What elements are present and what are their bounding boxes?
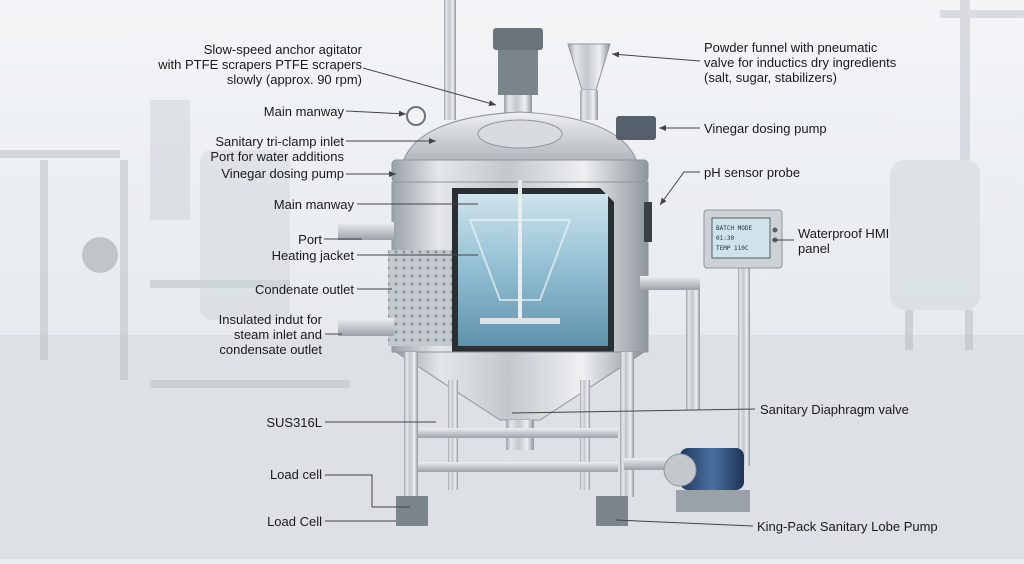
label-main-manway-top: Main manway	[263, 104, 344, 119]
anchor-blade	[480, 318, 560, 324]
vortex	[468, 219, 572, 301]
background-equipment-right	[890, 0, 1024, 350]
pressure-gauge	[406, 106, 426, 126]
label-load-cell-2: Load Cell	[267, 514, 322, 529]
lobe-pump	[663, 448, 750, 512]
hmi-line-1: BATCH MODE	[716, 225, 753, 232]
label-lobe-pump: King-Pack Sanitary Lobe Pump	[757, 519, 938, 534]
label-hmi: Waterproof HMI panel	[798, 226, 889, 256]
label-agitator: Slow-speed anchor agitator with PTFE scr…	[140, 42, 362, 87]
label-heating-jacket: Heating jacket	[271, 248, 354, 263]
support-frame	[404, 352, 634, 497]
hmi-line-3: TEMP 110C	[716, 245, 749, 252]
leader-lines-left	[324, 67, 497, 522]
label-insulated-line-1: Insulated indut for	[218, 312, 322, 327]
label-tri-clamp-line-2: Port for water additions	[210, 149, 344, 164]
hmi-panel: BATCH MODE 01:30 TEMP 110C	[703, 209, 783, 466]
tank-flange	[391, 159, 649, 183]
label-agitator-line-3: slowly (approx. 90 rpm)	[226, 72, 362, 87]
port-left	[338, 222, 394, 240]
manway-lid	[477, 119, 563, 149]
label-load-cell-1: Load cell	[269, 467, 322, 482]
label-insulated-line-3: condensate outlet	[219, 342, 322, 357]
label-ph-probe: pH sensor probe	[704, 165, 801, 180]
tank-cone	[394, 351, 646, 421]
label-hmi-line-1: Waterproof HMI	[798, 226, 890, 241]
agitator-motor	[493, 28, 543, 115]
ph-probe	[644, 202, 652, 242]
leader-lines-right	[511, 51, 794, 527]
agitator-shaft	[518, 180, 522, 320]
label-vinegar-left: Vinegar dosing pump	[221, 166, 344, 181]
label-port: Port	[298, 232, 322, 247]
load-cells	[396, 496, 628, 526]
vinegar-pump-box	[616, 116, 656, 140]
label-powder-funnel-line-3: (salt, sugar, stabilizers)	[704, 70, 837, 85]
heating-jacket	[388, 250, 458, 346]
label-diaphragm-valve: Sanitary Diaphragm valve	[760, 402, 909, 417]
hmi-line-2: 01:30	[716, 235, 734, 242]
label-vinegar-right: Vinegar dosing pump	[704, 121, 827, 136]
label-tri-clamp: Sanitary tri-clamp inlet Port for water …	[160, 134, 344, 164]
condensate-port	[338, 318, 394, 336]
piping	[624, 276, 700, 470]
label-powder-funnel-line-1: Powder funnel with pneumatic	[704, 40, 878, 55]
label-powder-funnel: Powder funnel with pneumatic valve for i…	[704, 40, 896, 85]
label-tri-clamp-line-1: Sanitary tri-clamp inlet	[215, 134, 344, 149]
powder-funnel	[567, 43, 611, 120]
top-pipe	[444, 0, 456, 120]
label-agitator-line-2: with PTFE scrapers PTFE scrapers	[158, 57, 362, 72]
label-condensate-outlet: Condenate outlet	[254, 282, 354, 297]
label-sus316l: SUS316L	[266, 415, 322, 430]
label-main-manway-mid: Main manway	[273, 197, 354, 212]
label-agitator-line-1: Slow-speed anchor agitator	[203, 42, 362, 57]
label-insulated-line-2: steam inlet and	[233, 327, 322, 342]
background-equipment-left	[0, 100, 350, 388]
label-insulated: Insulated indut for steam inlet and cond…	[170, 312, 322, 357]
label-hmi-line-2: panel	[798, 241, 830, 256]
label-powder-funnel-line-2: valve for inductics dry ingredients	[704, 55, 897, 70]
